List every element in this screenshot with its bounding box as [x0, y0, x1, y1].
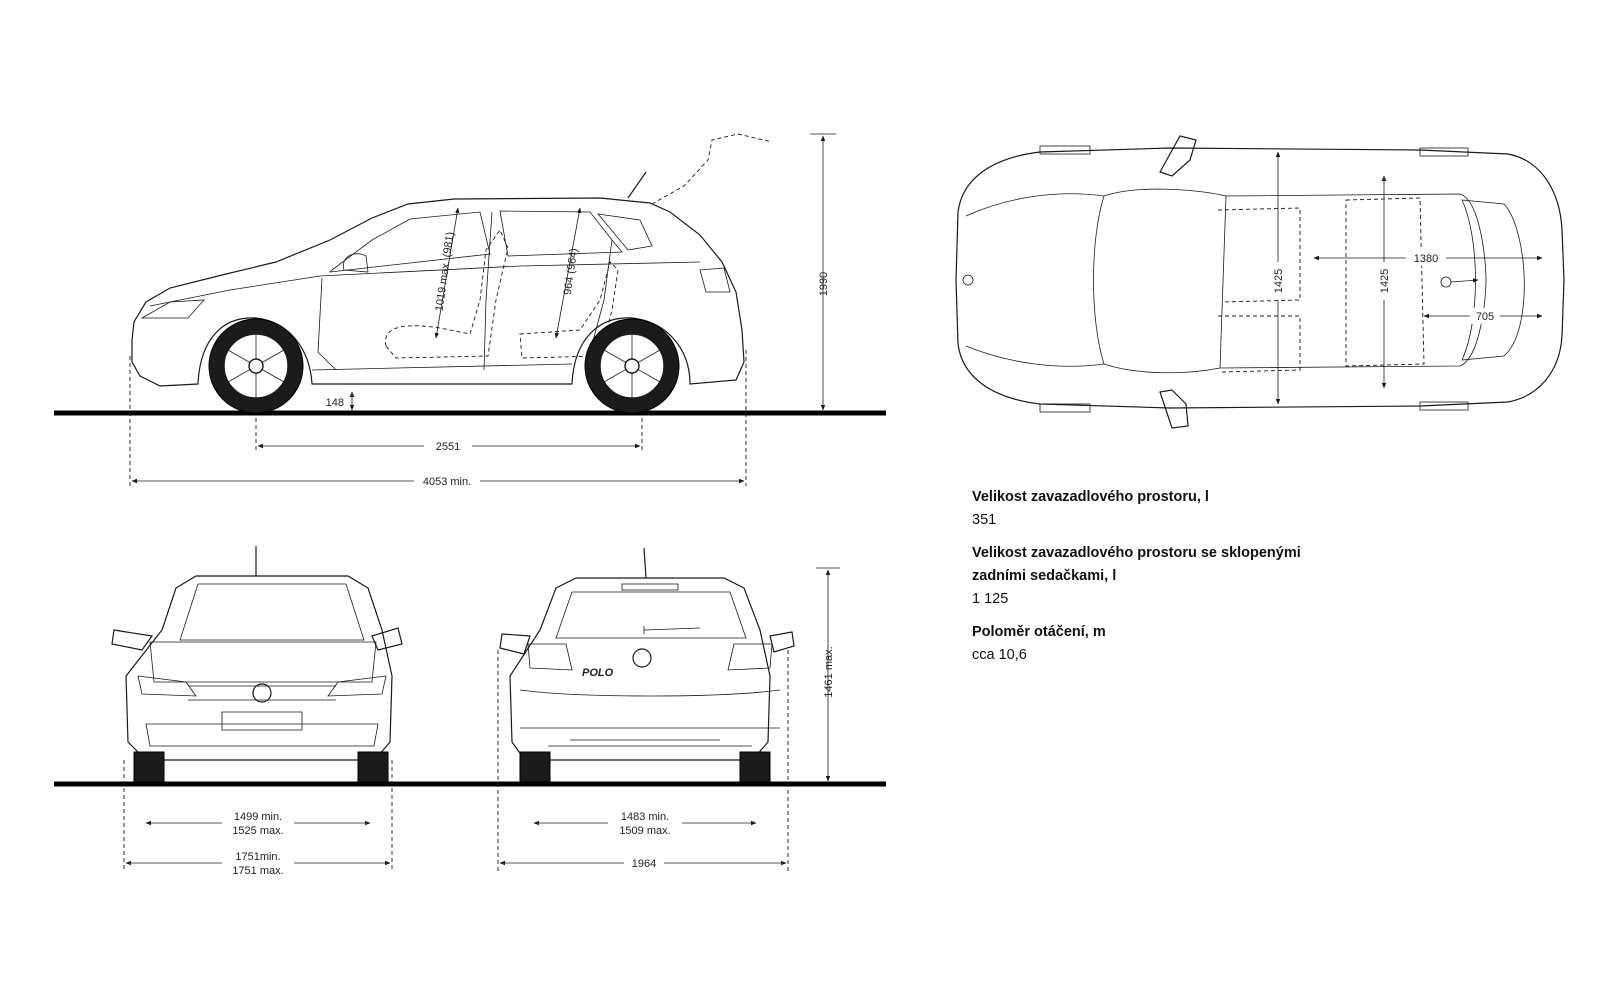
side-window-front: [328, 211, 491, 273]
side-taillight: [699, 267, 731, 293]
top-rear-window: [1461, 199, 1525, 361]
side-window-rear: [499, 210, 623, 257]
rear-track-min-label: 1483 min.: [621, 811, 669, 823]
top-windscreen: [1093, 188, 1227, 374]
rear-brake-light: [621, 583, 679, 591]
rear-headroom-label: 964 (964): [562, 247, 580, 295]
rear-mirror-right: [769, 631, 795, 653]
rear-mirror-left: [499, 633, 531, 655]
front-lower-intake: [145, 723, 379, 747]
interior-width-front-label: 1425: [1273, 269, 1285, 293]
height-side-label: 1990: [818, 272, 830, 296]
mirror-width-label: 1964: [632, 858, 656, 870]
top-wheel-rr: [1419, 401, 1469, 411]
side-antenna: [627, 171, 647, 199]
top-body-outline: [955, 147, 1565, 409]
length-label: 4053 min.: [423, 476, 471, 488]
spec-label: Poloměr otáčení, m: [972, 624, 1106, 640]
side-open-tailgate: [651, 133, 773, 205]
front-mirror-right: [371, 627, 403, 651]
side-front-hub: [248, 358, 264, 374]
top-view: 1380 705 1425 1425: [955, 135, 1565, 429]
side-mirror: [342, 253, 369, 273]
side-view: 1990 148 2551 4053 min. 1019 max. (981) …: [54, 133, 886, 488]
side-sill-line: [311, 363, 573, 371]
front-view: 1499 min. 1525 max. 1751min. 1751 max.: [54, 546, 886, 879]
side-rear-seat: [519, 261, 619, 359]
rear-tire-right: [739, 751, 771, 783]
rear-taillight-left: [527, 643, 573, 671]
side-body-outline: [131, 197, 745, 387]
front-headlight-left: [137, 675, 197, 697]
ground-clearance-label: 148: [326, 397, 344, 409]
front-track-max-label: 1525 max.: [232, 825, 283, 837]
top-wheel-rl: [1419, 147, 1469, 157]
trunk-length-label: 705: [1476, 311, 1494, 323]
top-rear-bench: [1345, 197, 1425, 367]
spec-label: Velikost zavazadlového prostoru se sklop…: [972, 545, 1301, 584]
front-hood: [149, 641, 377, 683]
front-headroom-dim: [434, 207, 460, 339]
body-width-min-label: 1751min.: [235, 851, 280, 863]
front-tire-left: [133, 751, 165, 783]
top-hood-line: [965, 193, 1105, 367]
rear-tire-left: [519, 751, 551, 783]
spec-luggage-volume: Velikost zavazadlového prostoru, l 351: [972, 486, 1312, 531]
side-door-cut-mid: [483, 211, 493, 371]
spec-turning-radius: Poloměr otáčení, m cca 10,6: [972, 621, 1312, 666]
front-tire-right: [357, 751, 389, 783]
rear-view: POLO 1483 min. 1509 max. 1964 1461 max.: [497, 547, 840, 872]
rear-headroom-dim: [554, 207, 582, 339]
rear-model-badge: POLO: [582, 667, 614, 679]
front-mirror-left: [111, 629, 154, 651]
rear-bumper: [520, 727, 780, 747]
front-grille: [188, 685, 336, 731]
rear-window: [555, 591, 747, 639]
top-front-seats: [1217, 207, 1301, 373]
front-headlight-right: [327, 675, 387, 697]
spec-label: Velikost zavazadlového prostoru, l: [972, 489, 1209, 505]
top-mirror-right: [1159, 389, 1189, 429]
side-rear-hub: [624, 358, 640, 374]
height-rear-label: 1461 max.: [823, 646, 835, 697]
front-body-outline: [125, 575, 393, 761]
body-width-max-label: 1751 max.: [232, 865, 283, 877]
front-vw-badge: [252, 683, 272, 703]
side-window-quarter: [597, 213, 653, 251]
rear-tailgate-line: [519, 689, 781, 697]
specs-panel: Velikost zavazadlového prostoru, l 351 V…: [972, 486, 1312, 677]
spec-value: 351: [972, 512, 997, 528]
top-wheel-fl: [1039, 145, 1091, 155]
rear-taillight-right: [727, 643, 773, 671]
side-door-cut-rear: [589, 239, 613, 353]
side-headlight: [140, 299, 205, 319]
trunk-width-label: 1380: [1414, 253, 1438, 265]
top-trunk-lock-symbol: [1440, 276, 1479, 288]
rear-vw-badge: [632, 648, 652, 668]
top-wheel-fr: [1039, 403, 1091, 413]
top-mirror-left: [1159, 135, 1197, 177]
spec-luggage-volume-folded: Velikost zavazadlového prostoru se sklop…: [972, 542, 1312, 610]
side-door-cut-front: [317, 277, 337, 371]
rear-track-max-label: 1509 max.: [619, 825, 670, 837]
rear-body-outline: [509, 577, 771, 761]
top-front-badge: [962, 274, 974, 286]
spec-value: 1 125: [972, 591, 1009, 607]
wheelbase-label: 2551: [436, 441, 460, 453]
top-roof: [1219, 193, 1487, 369]
rear-wiper: [643, 626, 701, 634]
interior-width-rear-label: 1425: [1379, 269, 1391, 293]
spec-value: cca 10,6: [972, 647, 1027, 663]
side-shoulder-line: [149, 261, 701, 307]
rear-antenna: [643, 547, 647, 579]
front-track-min-label: 1499 min.: [234, 811, 282, 823]
front-windscreen: [179, 583, 365, 641]
front-headroom-label: 1019 max. (981): [434, 231, 457, 312]
